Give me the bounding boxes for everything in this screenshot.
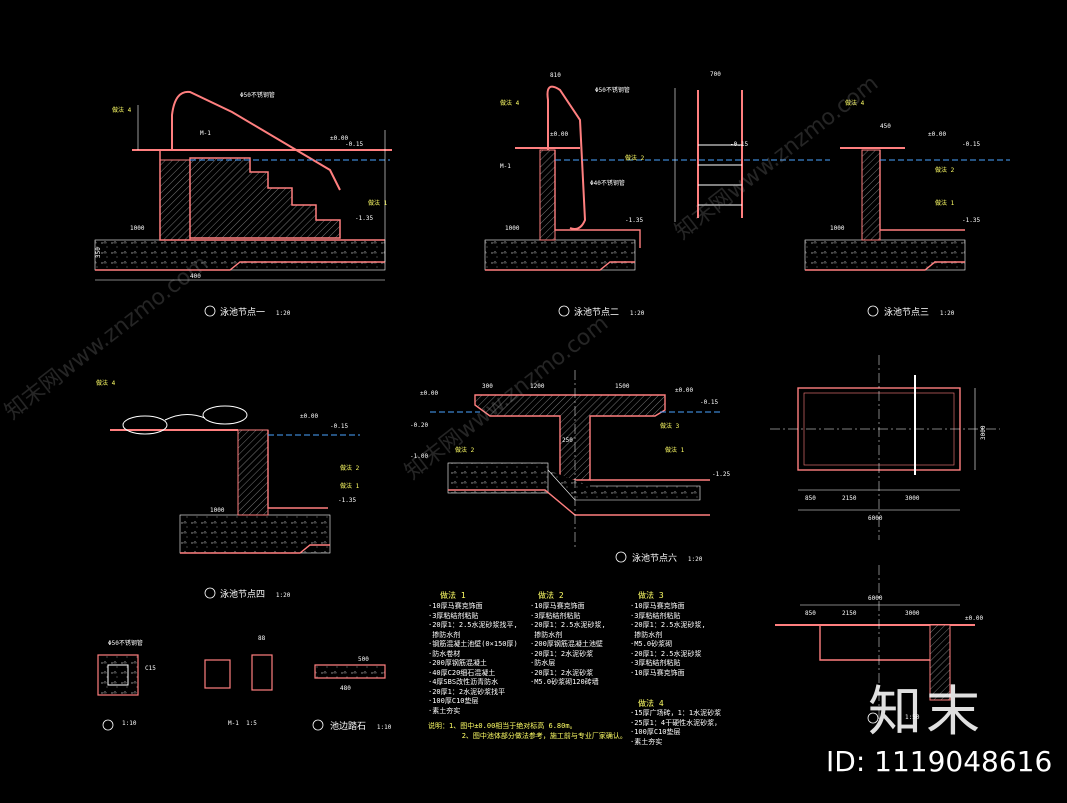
dim-1000-d1: 1000 [130, 225, 145, 232]
layer2-label-d4: 做法 2 [340, 464, 360, 472]
s6-dim-6000: 6000 [868, 595, 883, 602]
level-bottom-d4: -1.35 [338, 497, 356, 504]
title-detail-5: 泳池节点六 1:20 [632, 554, 703, 564]
title-circles [102, 305, 879, 731]
dim-400-d1: 400 [190, 273, 201, 280]
dim-1200-d5: 1200 [530, 383, 545, 390]
plan-dim-3000: 3000 [905, 495, 920, 502]
title-detail-4: 泳池节点四 1:20 [220, 590, 291, 600]
layer4-label-d4: 做法 4 [96, 379, 116, 387]
dim-1000-d2: 1000 [505, 225, 520, 232]
dim-350-d1: 350 [95, 247, 102, 258]
dim-700-d2: 700 [710, 71, 721, 78]
layer4-label-d1: 做法 4 [112, 106, 132, 114]
dim-300-d5: 300 [482, 383, 493, 390]
layer1-label-d1: 做法 1 [368, 199, 388, 207]
pipe-label-d1: Φ50不锈钢管 [240, 91, 275, 99]
level-water-d2: -0.15 [730, 141, 748, 148]
layer1-label-d4: 做法 1 [340, 482, 360, 490]
title-detail-b: 池边踏石 1:10 [330, 722, 392, 732]
level-020-d5: -0.20 [410, 422, 428, 429]
m1-label-d2: M-1 [500, 163, 511, 170]
note-explanation: 说明：1、图中±0.00相当于绝对标高 6.80m。 2、图中池体部分做法参考，… [428, 722, 627, 740]
level-zero-d3: ±0.00 [928, 131, 946, 138]
plan-dim-850: 850 [805, 495, 816, 502]
level-zero-d4: ±0.00 [300, 413, 318, 420]
detail-2-section: 700 810 Φ50不锈钢管 Φ40不锈钢管 ±0.00 -0.15 -1.3… [484, 71, 830, 271]
detail-b: 480 500 [314, 656, 386, 692]
plan-dim-6000: 6000 [868, 515, 883, 522]
a-pipe: Φ50不锈钢管 [108, 639, 143, 647]
title-detail-2: 泳池节点二 1:20 [574, 308, 645, 318]
level-bottom-d1: -1.35 [355, 215, 373, 222]
detail-m1: 88 [204, 635, 273, 691]
note-col3-heading: 做法 3 [638, 591, 664, 600]
detail-3-section: 450 ±0.00 -0.15 -1.35 做法 4 做法 2 做法 1 100… [804, 99, 1010, 271]
note-col1-heading: 做法 1 [440, 591, 466, 600]
s6-dim-2150: 2150 [842, 610, 857, 617]
note-col3: ·10厚马赛克饰面 ·3厚粘结剂粘贴 ·20厚1：2.5水泥砂浆, 掺防水剂 ·… [630, 602, 706, 677]
detail-1-section: 1000 400 ±0.00 -0.15 -1.35 Φ50不锈钢管 M-1 做… [94, 90, 392, 281]
dim-1000-d3: 1000 [830, 225, 845, 232]
title-detail-a: 1:10 [122, 720, 137, 727]
watermark-id: ID: 1119048616 [826, 745, 1053, 778]
note-col1: ·10厚马赛克饰面 ·3厚粘结剂粘贴 ·20厚1：2.5水泥砂浆找平, 掺防水剂… [428, 602, 518, 715]
level-zero-d5a: ±0.00 [420, 390, 438, 397]
layer3-label-d5: 做法 3 [660, 422, 680, 430]
level-zero-d2: ±0.00 [550, 131, 568, 138]
dim-450-d3: 450 [880, 123, 891, 130]
m1-label-d1: M-1 [200, 130, 211, 137]
watermark-logo: 知末 [868, 680, 984, 743]
layer2-label-d5: 做法 2 [455, 446, 475, 454]
title-detail-m1: M-1 1:5 [228, 720, 257, 727]
note-col4: ·15厚广场砖，1：1水泥砂浆 ·25厚1：4干硬性水泥砂浆， ·100厚C10… [630, 709, 722, 746]
dim-250-d5: 250 [562, 437, 573, 444]
dim-1000-d4: 1000 [210, 507, 225, 514]
level-zero-d1: ±0.00 [330, 135, 348, 142]
pipe-label-d2: Φ50不锈钢管 [595, 86, 630, 94]
level-zero-d5b: ±0.00 [675, 387, 693, 394]
level-bottom-d2: -1.35 [625, 217, 643, 224]
level-100-d5: -1.00 [410, 453, 428, 460]
layer4-label-d2: 做法 4 [500, 99, 520, 107]
level-water-d5: -0.15 [700, 399, 718, 406]
level-water-d4: -0.15 [330, 423, 348, 430]
pool-plan: 850 2150 3000 6000 3000 [770, 355, 1000, 540]
note-col4-heading: 做法 4 [638, 699, 664, 708]
detail-5-section: 300 1200 1500 ±0.00 ±0.00 -0.15 -0.20 -1… [410, 370, 730, 550]
title-detail-3: 泳池节点三 1:20 [884, 308, 955, 318]
b-dim-500: 500 [358, 656, 369, 663]
layer1-label-d5: 做法 1 [665, 446, 685, 454]
detail-4-section: ±0.00 -0.15 -1.35 做法 4 做法 2 做法 1 1000 [96, 379, 360, 554]
detail-6-section: 850 2150 3000 6000 ±0.00 [775, 565, 983, 720]
level-bottom-d5: -1.25 [712, 471, 730, 478]
detail-a: Φ50不锈钢管 C15 [97, 639, 156, 696]
layer4-label-d3: 做法 4 [845, 99, 865, 107]
plan-dim-3000-v: 3000 [980, 425, 987, 440]
a-c15: C15 [145, 665, 156, 672]
m1-dim-88: 88 [258, 635, 266, 642]
s6-level-zero: ±0.00 [965, 615, 983, 622]
layer1-label-d3: 做法 1 [935, 199, 955, 207]
level-bottom-d3: -1.35 [962, 217, 980, 224]
layer2-label-d3: 做法 2 [935, 166, 955, 174]
dim-1500-d5: 1500 [615, 383, 630, 390]
layer2-label-d2: 做法 2 [625, 154, 645, 162]
plan-dim-2150: 2150 [842, 495, 857, 502]
note-col2-heading: 做法 2 [538, 591, 564, 600]
title-detail-1: 泳池节点一 1:20 [220, 308, 291, 318]
s6-dim-850: 850 [805, 610, 816, 617]
pipe40-label-d2: Φ40不锈钢管 [590, 179, 625, 187]
note-col2: ·10厚马赛克饰面 ·3厚粘结剂粘贴 ·20厚1：2.5水泥砂浆, 掺防水剂 ·… [530, 602, 606, 686]
title-detail-6: 1:50 [905, 714, 920, 721]
level-water-d3: -0.15 [962, 141, 980, 148]
s6-dim-3000: 3000 [905, 610, 920, 617]
b-dim-480: 480 [340, 685, 351, 692]
level-water-d1: -0.15 [345, 141, 363, 148]
dim-810-d2: 810 [550, 72, 561, 79]
